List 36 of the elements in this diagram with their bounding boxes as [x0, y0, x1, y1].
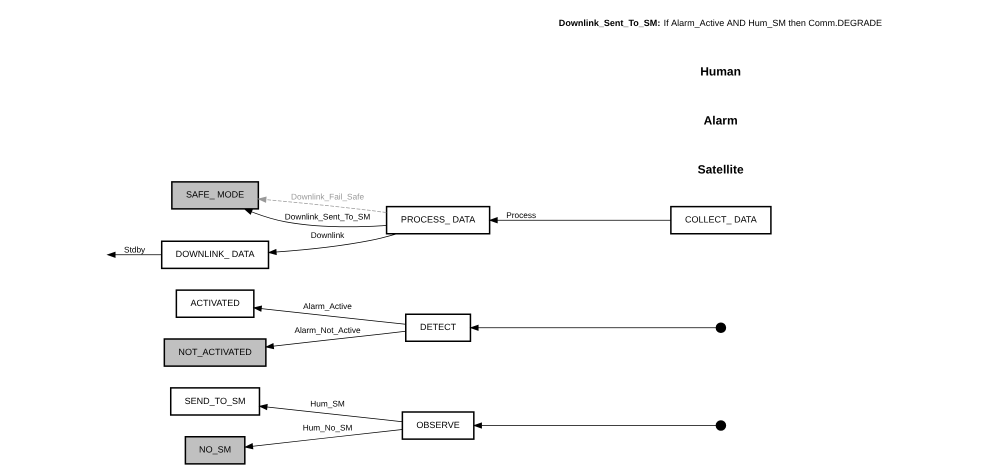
- node-box: OBSERVE: [402, 411, 475, 440]
- edge-label: Hum_No_SM: [302, 424, 352, 433]
- arrow: [470, 324, 716, 331]
- node-box: PROCESS_ DATA: [386, 206, 490, 234]
- node-box: NO_SM: [184, 436, 246, 465]
- node-box: NOT_ACTIVATED: [164, 338, 267, 367]
- edge-label: Downlink_Sent_To_SM: [284, 212, 370, 222]
- arrow: [244, 429, 403, 450]
- edge-label: Alarm_Not_Active: [294, 326, 361, 335]
- arrow: [264, 330, 406, 350]
- label: Satellite: [698, 162, 744, 176]
- arrow: [243, 208, 387, 228]
- arrow: [252, 306, 406, 325]
- edge-label: Process: [506, 210, 536, 220]
- arrow: [257, 196, 387, 213]
- node-circle: [716, 420, 726, 431]
- label: Alarm: [704, 114, 738, 128]
- node-box: COLLECT_ DATA: [670, 206, 772, 234]
- edge-label: Downlink_Fail_Safe: [291, 192, 364, 202]
- node-box: DOWNLINK_ DATA: [160, 240, 270, 270]
- node-box: ACTIVATED: [176, 289, 255, 318]
- edge-label: Hum_SM: [310, 400, 345, 409]
- edge-label: Alarm_Active: [303, 302, 352, 311]
- node-box: SAFE_ MODE: [171, 181, 260, 210]
- arrow: [472, 422, 716, 429]
- node-circle: [716, 322, 726, 334]
- arrow: [488, 217, 672, 224]
- node-box: DETECT: [405, 313, 472, 342]
- arrow: [268, 233, 398, 256]
- edge-label: Stdby: [124, 245, 146, 254]
- label: Downlink_Sent_To_SM: If Alarm_Active AND Hum_SM then Comm.DEGRADE: [558, 18, 882, 28]
- node-box: SEND_TO_SM: [170, 387, 260, 416]
- edge-label: Downlink: [310, 231, 344, 240]
- arrow: [106, 252, 162, 258]
- arrow: [258, 404, 403, 422]
- label: Human: [700, 64, 741, 79]
